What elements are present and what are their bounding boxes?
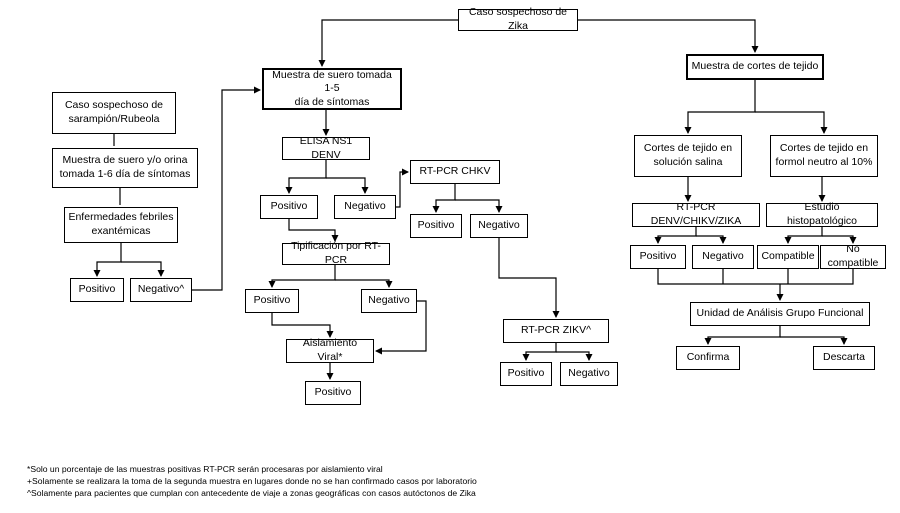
node-rt-pcr-multi-positivo: Positivo xyxy=(630,245,686,269)
connector-chkv-neg-to-zikv xyxy=(498,238,560,318)
connector-elisa-pos-to-tipificacion xyxy=(288,219,339,242)
footnote-segunda-muestra: +Solamente se realizara la toma de la se… xyxy=(27,476,477,487)
node-muestra-suero-orina: Muestra de suero y/o orina tomada 1-6 dí… xyxy=(52,148,198,188)
node-descarta: Descarta xyxy=(813,346,875,370)
connector-tipificacion-split-left xyxy=(268,265,336,288)
connector-febriles-split xyxy=(93,243,122,277)
node-rt-pcr-multi-negativo: Negativo xyxy=(692,245,754,269)
connector-zikv-split-right xyxy=(556,351,593,361)
connector-root-to-suero xyxy=(318,19,458,67)
node-aislamiento-positivo: Positivo xyxy=(305,381,361,405)
connector-unidad-split-right xyxy=(780,336,848,345)
node-caso-sospechoso-sarampion: Caso sospechoso de sarampión/Rubeola xyxy=(52,92,176,134)
connector-root-to-tejido xyxy=(578,19,759,53)
node-rt-pcr-zikv: RT-PCR ZIKV^ xyxy=(503,319,609,343)
footnote-viaje: ^Solamente para pacientes que cumplan co… xyxy=(27,488,476,499)
connector-elisa-neg-to-chkv xyxy=(396,168,409,208)
connector-tip-pos-to-aislamiento xyxy=(271,313,334,338)
node-muestra-cortes-tejido: Muestra de cortes de tejido xyxy=(686,54,824,80)
node-zikv-negativo: Negativo xyxy=(560,362,618,386)
node-confirma: Confirma xyxy=(676,346,740,370)
connector-results-join xyxy=(657,269,854,285)
node-febriles-negativo: Negativo^ xyxy=(130,278,192,302)
connector-tipificacion-split-right xyxy=(335,279,393,288)
node-rt-pcr-denv-chikv-zika: RT-PCR DENV/CHIKV/ZIKA xyxy=(632,201,760,227)
connector-tip-neg-to-aislamiento xyxy=(375,300,427,355)
node-aislamiento-viral: Aislamiento Viral* xyxy=(286,337,374,363)
node-elisa-ns1-denv: ELISA NS1 DENV xyxy=(282,135,370,161)
connector-chkv-split-right xyxy=(455,199,503,213)
node-cortes-solucion-salina: Cortes de tejido en solución salina xyxy=(634,135,742,177)
connector-histo-split-left xyxy=(784,227,823,244)
node-estudio-histopatologico: Estudio histopatológico xyxy=(766,201,878,227)
connector-febriles-split-right xyxy=(121,261,165,277)
node-caso-sospechoso-zika: Caso sospechoso de Zika xyxy=(458,6,578,32)
connector-tejido-split xyxy=(684,80,756,134)
node-compatible: Compatible xyxy=(757,245,819,269)
connector-rtpcr-split-right xyxy=(696,235,727,244)
node-tipificacion-positivo: Positivo xyxy=(245,289,299,313)
footnote-aislamiento: *Solo un porcentaje de las muestras posi… xyxy=(27,464,383,474)
node-enfermedades-febriles: Enfermedades febriles exantémicas xyxy=(64,207,178,243)
node-rt-pcr-chkv: RT-PCR CHKV xyxy=(410,160,500,184)
connector-elisa-split-right xyxy=(326,177,369,194)
node-febriles-positivo: Positivo xyxy=(70,278,124,302)
node-muestra-suero: Muestra de suero tomada 1-5 día de sínto… xyxy=(262,68,402,110)
node-chkv-positivo: Positivo xyxy=(410,214,462,238)
connector-chkv-split-left xyxy=(432,184,456,213)
node-elisa-positivo: Positivo xyxy=(260,195,318,219)
connector-feb-neg-to-suero xyxy=(192,86,261,291)
connector-histo-split-right xyxy=(822,235,857,244)
node-elisa-negativo: Negativo xyxy=(334,195,396,219)
node-cortes-formol: Cortes de tejido en formol neutro al 10% xyxy=(770,135,878,177)
node-unidad-analisis: Unidad de Análisis Grupo Funcional xyxy=(690,302,870,326)
connector-elisa-split-left xyxy=(285,160,327,194)
node-no-compatible: No compatible xyxy=(820,243,886,269)
node-tipificacion-rt-pcr: Tipificación por RT-PCR xyxy=(282,240,390,266)
connector-unidad-split-left xyxy=(704,326,781,345)
node-chkv-negativo: Negativo xyxy=(470,214,528,238)
node-zikv-positivo: Positivo xyxy=(500,362,552,386)
connector-tejido-split-right xyxy=(755,111,828,134)
node-tipificacion-negativo: Negativo xyxy=(361,289,417,313)
connector-rtpcr-split-left xyxy=(654,227,697,244)
connector-zikv-split-left xyxy=(522,343,557,361)
footnotes: *Solo un porcentaje de las muestras posi… xyxy=(27,463,477,500)
